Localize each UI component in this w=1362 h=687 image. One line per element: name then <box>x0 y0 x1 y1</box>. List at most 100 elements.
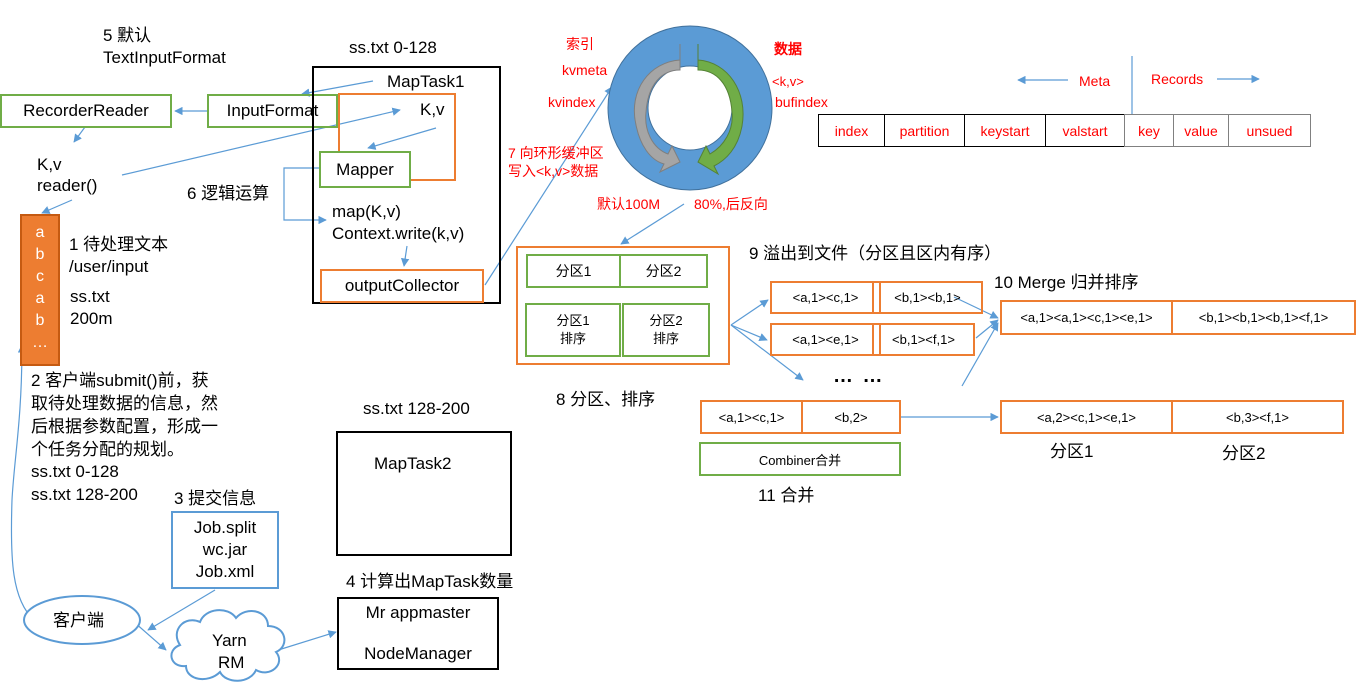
combiner-box: Combiner合并 <box>699 442 901 476</box>
job-files-box: Job.split wc.jar Job.xml <box>171 511 279 589</box>
combiner-p1-text: <a,1><c,1> <box>718 409 785 425</box>
maptask2-box <box>336 431 512 556</box>
combiner-input-p1: <a,1><c,1> <box>700 400 803 434</box>
text-char: b <box>35 246 45 263</box>
reader-kv-label: K,v <box>37 155 62 174</box>
ring-kvmeta-label: kvmeta <box>562 62 608 78</box>
job-file: Job.xml <box>195 562 255 581</box>
text-char: b <box>35 312 45 329</box>
step7-line2: 写入<k,v>数据 <box>508 163 599 179</box>
step5-label-line1: 5 默认 <box>103 26 152 45</box>
text-char: a <box>35 290 45 307</box>
recorder-reader-label: RecorderReader <box>23 101 149 120</box>
partition2-label: 分区2 <box>645 263 682 279</box>
record-cell: unsued <box>1228 114 1311 147</box>
meta-cell: index <box>818 114 885 147</box>
final-partition1: <a,2><c,1><e,1> <box>1000 400 1173 434</box>
rm-label: RM <box>218 653 245 672</box>
mapper-box: Mapper <box>319 151 411 188</box>
maptask2-title: MapTask2 <box>374 454 452 473</box>
input-path: /user/input <box>69 257 149 276</box>
appmaster-box: Mr appmaster NodeManager <box>337 597 499 670</box>
text-char: … <box>32 334 48 351</box>
partition2-box: 分区2 <box>619 254 708 288</box>
arrow-recorderreader-to-kv <box>73 126 86 143</box>
ring-threshold: 80%,后反向 <box>694 196 768 212</box>
spill-ellipsis: … … <box>833 365 885 387</box>
context-write-label: Context.write(k,v) <box>332 224 465 243</box>
partition1-label: 分区1 <box>555 263 592 279</box>
partition1-sort-line1: 分区1 <box>556 313 590 328</box>
partition-sort-box <box>516 246 730 365</box>
merge-p1-text: <a,1><a,1><c,1><e,1> <box>1020 310 1153 325</box>
meta-cell: keystart <box>964 114 1046 147</box>
spill1-partition2: <b,1><b,1> <box>872 281 983 314</box>
ring-kvindex-label: kvindex <box>548 94 596 110</box>
record-cell: key <box>1124 114 1174 147</box>
partition1-box: 分区1 <box>526 254 621 288</box>
split1-label: ss.txt 0-128 <box>31 462 119 481</box>
step2-line: 后根据参数配置，形成一 <box>31 417 218 436</box>
spill2-p2-text: <b,1><f,1> <box>892 332 955 347</box>
step3-label: 3 提交信息 <box>174 489 257 508</box>
spill2-partition1: <a,1><e,1> <box>770 323 881 356</box>
maptask1-kv-label: K,v <box>420 100 445 119</box>
spill1-p1-text: <a,1><c,1> <box>792 290 859 305</box>
arrow-spill1-to-merge <box>953 296 999 319</box>
spill1-partition1: <a,1><c,1> <box>770 281 881 314</box>
arrow-kv-to-mapper <box>367 127 437 150</box>
client-label: 客户端 <box>53 611 104 630</box>
step2-line: 取待处理数据的信息，然 <box>31 394 218 413</box>
ring-data-label: 数据 <box>774 41 802 57</box>
input-text-column: a b c a b … <box>20 214 60 366</box>
final-partition2: <b,3><f,1> <box>1171 400 1344 434</box>
partition2-sort-line1: 分区2 <box>649 313 683 328</box>
text-char: a <box>35 224 45 241</box>
map-call-label: map(K,v) <box>332 202 401 221</box>
job-file: wc.jar <box>202 540 248 559</box>
arrow-collector-to-ring <box>484 86 613 286</box>
partition1-sort-line2: 排序 <box>559 331 586 346</box>
step8-label: 8 分区、排序 <box>556 390 656 409</box>
partition2-sort-box: 分区2 排序 <box>622 303 710 357</box>
arrow-jobfiles-to-yarn <box>147 589 216 631</box>
nodemanager-label: NodeManager <box>364 644 472 663</box>
yarn-cloud <box>170 609 286 682</box>
combiner-label: Combiner合并 <box>758 452 842 468</box>
maptask1-split-label: ss.txt 0-128 <box>349 38 437 57</box>
input-size: 200m <box>70 309 113 328</box>
job-file: Job.split <box>193 518 257 537</box>
step2-line: 2 客户端submit()前，获 <box>31 371 209 390</box>
step5-label-line2: TextInputFormat <box>103 48 226 67</box>
merge-partition2: <b,1><b,1><b,1><f,1> <box>1171 300 1356 335</box>
spill1-p2-text: <b,1><b,1> <box>894 290 961 305</box>
arrow-reader-to-maptask-kv <box>121 107 401 176</box>
yarn-label: Yarn <box>212 631 247 650</box>
step10-label: 10 Merge 归并排序 <box>994 273 1139 292</box>
spill2-p1-text: <a,1><e,1> <box>792 332 859 347</box>
step9-label: 9 溢出到文件（分区且区内有序） <box>749 244 1002 263</box>
final-p1-text: <a,2><c,1><e,1> <box>1036 409 1137 425</box>
meta-label: Meta <box>1079 73 1111 89</box>
arrow-map-to-collector <box>400 245 410 267</box>
ring-green-arrow <box>697 44 744 176</box>
ring-default-size: 默认100M <box>597 196 661 212</box>
ring-gray-arrow <box>633 44 681 174</box>
maptask1-title: MapTask1 <box>387 72 465 91</box>
combiner-input-p2: <b,2> <box>801 400 901 434</box>
record-cell: value <box>1173 114 1229 147</box>
client-ellipse <box>23 595 141 645</box>
ring-buffer <box>607 25 773 191</box>
partition2-sort-line2: 排序 <box>652 331 679 346</box>
step6-label: 6 逻辑运算 <box>187 184 270 203</box>
mapper-label: Mapper <box>336 159 394 179</box>
meta-records-table: index partition keystart valstart key va… <box>818 114 1311 147</box>
step11-label: 11 合并 <box>758 486 815 505</box>
arrow-client-to-text <box>10 344 35 621</box>
step2-line: 个任务分配的规划。 <box>31 440 184 459</box>
output-collector-box: outputCollector <box>320 269 484 303</box>
step7-line1: 7 向环形缓冲区 <box>508 145 604 161</box>
input-file: ss.txt <box>70 287 110 306</box>
arrow-mapper-to-map <box>283 167 327 225</box>
